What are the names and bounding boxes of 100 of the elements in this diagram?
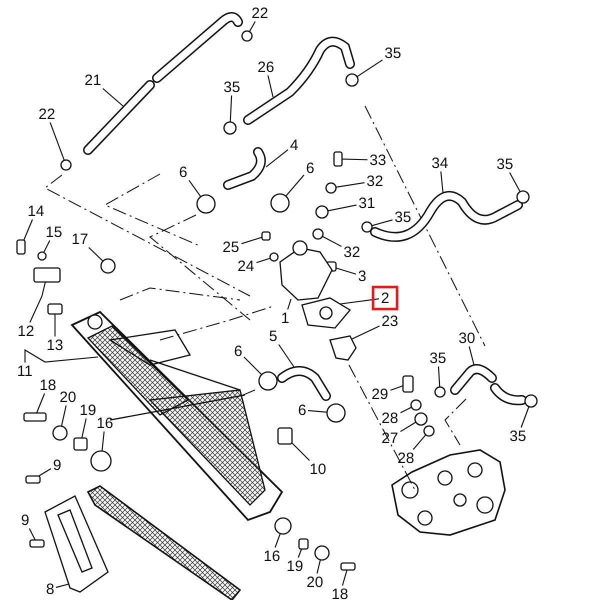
callout-number: 30: [458, 330, 476, 346]
leader-line: [102, 431, 105, 452]
hose-clip: [241, 30, 253, 42]
callout-number: 6: [305, 160, 316, 176]
hose-clamp: [326, 403, 346, 423]
callout-number: 20: [306, 574, 324, 590]
callout-number: 35: [496, 156, 514, 172]
bolt: [16, 239, 26, 255]
hose: [450, 364, 527, 406]
leader-line: [60, 405, 67, 426]
leader-line: [274, 533, 281, 548]
leader-line: [188, 180, 202, 198]
leader-line: [316, 560, 321, 574]
bolt: [402, 375, 414, 393]
washer: [37, 251, 47, 261]
leader-line: [102, 88, 124, 106]
leader-line: [292, 442, 310, 461]
leader-line: [390, 385, 404, 391]
callout-number: 1: [280, 310, 290, 326]
leader-line: [50, 122, 65, 160]
leader-line: [248, 21, 256, 32]
leader-line: [241, 236, 262, 244]
callout-number: 28: [396, 450, 416, 466]
callout-number: 35: [508, 428, 528, 444]
bracket: [277, 427, 293, 445]
hose-clamp: [345, 73, 359, 87]
leader-line: [267, 75, 274, 98]
leader-line: [342, 158, 368, 160]
callout-number: 18: [38, 378, 58, 392]
callout-number: 22: [38, 106, 56, 122]
bolt: [29, 539, 45, 548]
callout-number: 6: [233, 344, 244, 358]
pump-cover: [279, 240, 333, 301]
spacer: [298, 538, 309, 550]
leader-line: [308, 410, 328, 413]
callout-number: 21: [84, 72, 102, 88]
callout-number: 18: [330, 586, 350, 600]
bolt: [25, 475, 41, 484]
hose-clamp: [361, 221, 373, 233]
gasket: [301, 297, 351, 329]
callout-number: 9: [20, 512, 30, 528]
callout-number: 16: [96, 416, 114, 430]
callout-number: 22: [250, 6, 270, 20]
callout-number: 14: [26, 204, 46, 218]
leader-line: [340, 298, 380, 305]
callout-number: 24: [236, 258, 256, 274]
leader-line: [24, 349, 98, 363]
callout-number: 8: [45, 582, 56, 596]
callout-number: 35: [384, 46, 402, 60]
mount-rubber: [33, 267, 61, 283]
hose-clamp: [516, 190, 530, 204]
callout-number: 35: [394, 210, 412, 224]
callout-number: 20: [58, 390, 78, 404]
callout-number: 11: [16, 364, 34, 378]
leader-line: [38, 468, 52, 476]
callout-number: 6: [178, 164, 188, 180]
washer: [269, 252, 279, 262]
grommet: [274, 517, 292, 535]
leader-line: [244, 356, 262, 376]
leader-line: [36, 393, 46, 414]
callout-number: 35: [428, 350, 448, 366]
bolt: [261, 231, 271, 241]
leader-line: [298, 548, 302, 558]
callout-number: 32: [342, 244, 362, 260]
hose-clamp: [270, 193, 290, 213]
leader-line: [54, 314, 56, 336]
leader-line: [328, 204, 357, 212]
leader-line: [56, 583, 70, 588]
leader-line: [520, 406, 530, 428]
washer: [325, 182, 337, 194]
callout-number: 2: [380, 290, 390, 306]
leader-line: [336, 268, 356, 275]
hose: [243, 36, 355, 125]
hose: [83, 12, 243, 155]
callout-number: 3: [357, 268, 368, 284]
leader-line: [81, 418, 87, 438]
leader-line: [285, 174, 304, 197]
callout-number: 28: [380, 410, 400, 426]
leader-line: [43, 240, 50, 253]
leader-line: [287, 298, 292, 310]
hose-clip: [60, 159, 72, 171]
callout-number: 5: [268, 328, 278, 344]
leader-line: [440, 171, 444, 194]
fitting: [414, 412, 428, 426]
callout-number: 16: [262, 548, 282, 564]
callout-number: 6: [297, 402, 308, 418]
leader-line: [352, 325, 380, 340]
washer: [423, 425, 435, 437]
callout-number: 34: [430, 156, 450, 170]
leader-line: [23, 219, 33, 240]
callout-number: 9: [52, 458, 62, 472]
leader-line: [468, 346, 475, 366]
hose-clamp: [524, 394, 538, 408]
callout-number: 29: [370, 386, 390, 402]
callout-number: 26: [256, 60, 276, 74]
leader-line: [278, 344, 294, 368]
callout-number: 35: [222, 80, 242, 94]
bracket: [44, 495, 109, 593]
leader-line: [230, 95, 232, 122]
spacer: [73, 437, 88, 451]
